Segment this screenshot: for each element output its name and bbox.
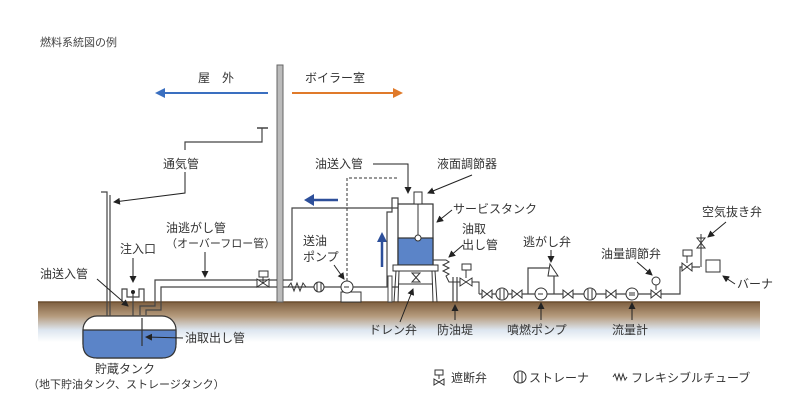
wall [276,64,284,303]
legend-label: 遮断弁 [451,370,487,385]
shutoff-valve-wall [256,270,270,288]
strainer [495,287,509,301]
flow-arrow-left [304,194,338,206]
supply-pipe [283,207,398,281]
burner-pump [534,287,548,301]
oil-intake-label-2: 出し管 [462,237,498,252]
burner-label: バーナ [737,277,773,291]
vent-pipe-label: 通気管 [163,156,199,171]
shutoff-valve-icon [433,369,445,386]
transfer-pump-label-1: 送油 [303,233,327,248]
overflow-pipe-label: 油逃がし管 [166,220,226,235]
indoor-arrow [292,88,403,98]
strainer-icon [513,370,527,384]
oil-dike-label: 防油堤 [437,322,473,337]
strainer [313,281,325,293]
drain-valve-label: ドレン弁 [369,322,417,337]
strainer [583,287,597,301]
transfer-pump [340,280,362,303]
oil-intake-pipe-tank-label: 油取出し管 [185,330,245,345]
burner-pump-label: 噴燃ポンプ [507,322,567,337]
flow-arrow-up [377,232,387,267]
flexible-tube [287,281,307,293]
dike-post [387,275,393,303]
overflow-pipe-alt-label: （オーバーフロー管） [166,236,275,250]
service-tank [392,191,439,303]
oil-inlet-pipe-label-left: 油送入管 [40,266,88,281]
flexible-tube-icon [612,372,628,382]
service-tank-label: サービスタンク [453,202,537,216]
control-signal-line [346,177,398,281]
relief-valve-label: 逃がし弁 [523,234,571,249]
storage-tank-label: 貯蔵タンク [95,362,155,376]
air-vent-valve-label: 空気抜き弁 [702,204,762,219]
outdoor-label: 屋 外 [198,71,234,85]
burner [705,259,721,273]
line-valves [481,237,707,300]
overflow-pipe [139,279,277,315]
vent-pipe [101,191,108,316]
boiler-room-label: ボイラー室 [305,70,365,85]
legend-label: フレキシブルチューブ [631,370,750,385]
legend-label: ストレーナ [529,371,589,385]
flow-meter [625,287,639,301]
transfer-pump-label-2: ポンプ [303,250,339,264]
vent-pipe-wall [184,128,263,150]
oil-inlet-pipe-label-right: 油送入管 [315,156,363,171]
level-controller-label: 液面調節器 [437,156,497,171]
outdoor-arrow [155,88,268,98]
flow-control-valve [651,276,661,290]
shutoff-valve [459,263,473,287]
flow-meter-label: 流量計 [612,322,648,337]
diagram-title: 燃料系統図の例 [40,35,117,49]
fill-port-label: 注入口 [120,241,156,256]
storage-tank-alt-label: （地下貯油タンク、ストレージタンク） [28,377,225,391]
oil-dike [452,277,458,302]
flow-control-valve-label: 油量調節弁 [601,246,661,261]
oil-intake-label-1: 油取 [462,222,486,236]
legend: 遮断弁 ストレーナ フレキシブルチューブ [433,369,750,386]
